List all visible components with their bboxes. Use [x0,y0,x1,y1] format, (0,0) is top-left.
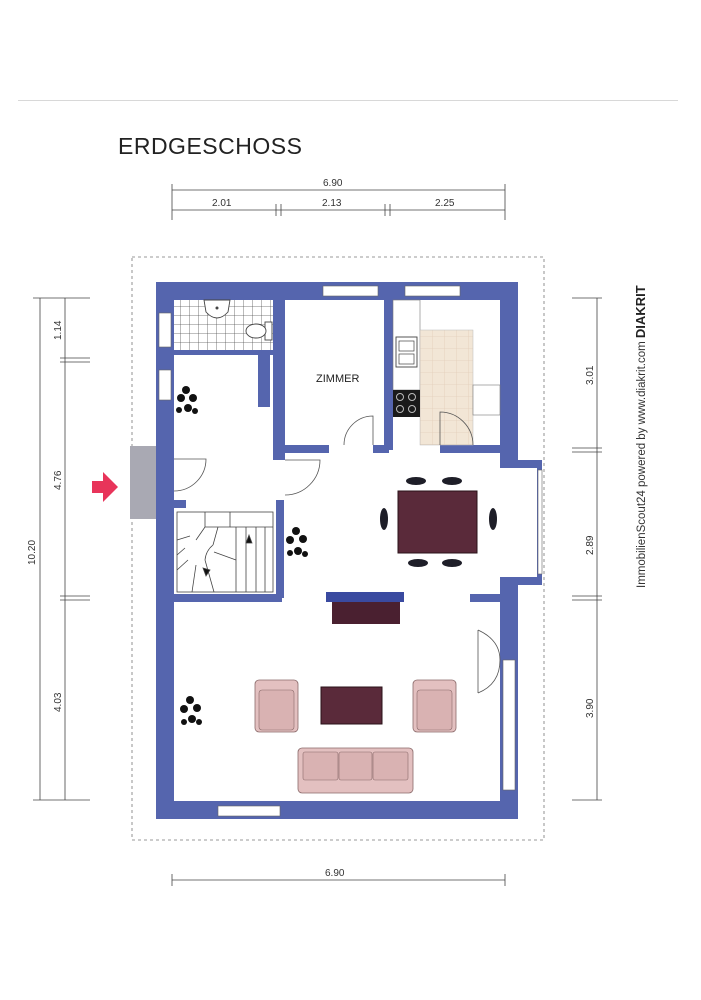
window-hall [158,369,172,401]
wall-zimmer-right [384,300,393,450]
wall-bath-bottom [174,350,274,355]
dim-left-total: 10.20 [27,540,38,565]
plant-icon [180,696,202,725]
dim-top-segment-3: 2.25 [435,198,455,209]
tv [326,592,404,602]
door-terrace [477,629,501,694]
dim-right-segment-1: 3.01 [585,365,596,385]
dim-bottom-total: 6.90 [325,868,345,879]
wall-bath-right [273,300,285,460]
dim-left-segment-3: 4.03 [53,692,64,712]
stairs-icon [176,511,274,593]
windows [158,285,543,817]
dim-top-total: 6.90 [323,178,343,189]
dimension-lines [33,184,602,886]
armchair-right [412,679,457,733]
dim-left-segment-1: 1.14 [53,320,64,340]
window-bath [158,312,172,348]
top-divider-line [18,100,678,101]
wall-stub-right [470,594,500,602]
dim-left-segment-2: 4.76 [53,470,64,490]
dining-chairs [380,477,497,567]
wall-kitchen-bottom [440,445,500,453]
wall-bay-top [518,460,540,468]
window-bay [537,469,543,575]
outer-wall-left [156,282,174,819]
sink-icon [203,299,231,319]
dim-right-segment-3: 3.90 [585,698,596,718]
entrance-arrow-icon [92,472,118,502]
room-label-zimmer: ZIMMER [316,373,359,385]
tv-bench [332,600,400,624]
wall-stair-bottom [174,594,282,602]
coffee-table [320,686,383,725]
wall-wc-right [258,355,270,407]
dim-top-segment-1: 2.01 [212,198,232,209]
armchair-left [254,679,299,733]
wall-stair-top [174,500,186,508]
door-hall [284,459,321,496]
entrance-porch [130,446,156,519]
plant-icon [286,527,308,557]
door-entrance [173,458,207,492]
stove-icon [393,390,420,417]
window-terrace [502,659,516,791]
kitchen-fridge [472,384,501,416]
wall-bay-bottom [518,577,540,585]
dining-table [397,490,478,554]
door-zimmer [343,415,374,446]
window-kitchen [404,285,461,297]
window-bottom [217,805,281,817]
sofa [297,747,414,794]
plant-icon [176,386,198,414]
dim-right-segment-2: 2.89 [585,535,596,555]
property-outline [131,256,545,841]
page-title: ERDGESCHOSS [118,133,303,159]
outer-wall-bottom [156,801,518,819]
door-kitchen [439,411,474,446]
window-zimmer [322,285,379,297]
wall-hall-bottom-mid [373,445,389,453]
kitchen-island [419,329,474,446]
wall-hall-bottom-left [285,445,329,453]
dim-top-segment-2: 2.13 [322,198,342,209]
toilet-icon [245,321,273,341]
wall-stair-right [276,500,284,598]
sink-icon [395,336,418,368]
outer-wall-right-upper [500,282,518,468]
